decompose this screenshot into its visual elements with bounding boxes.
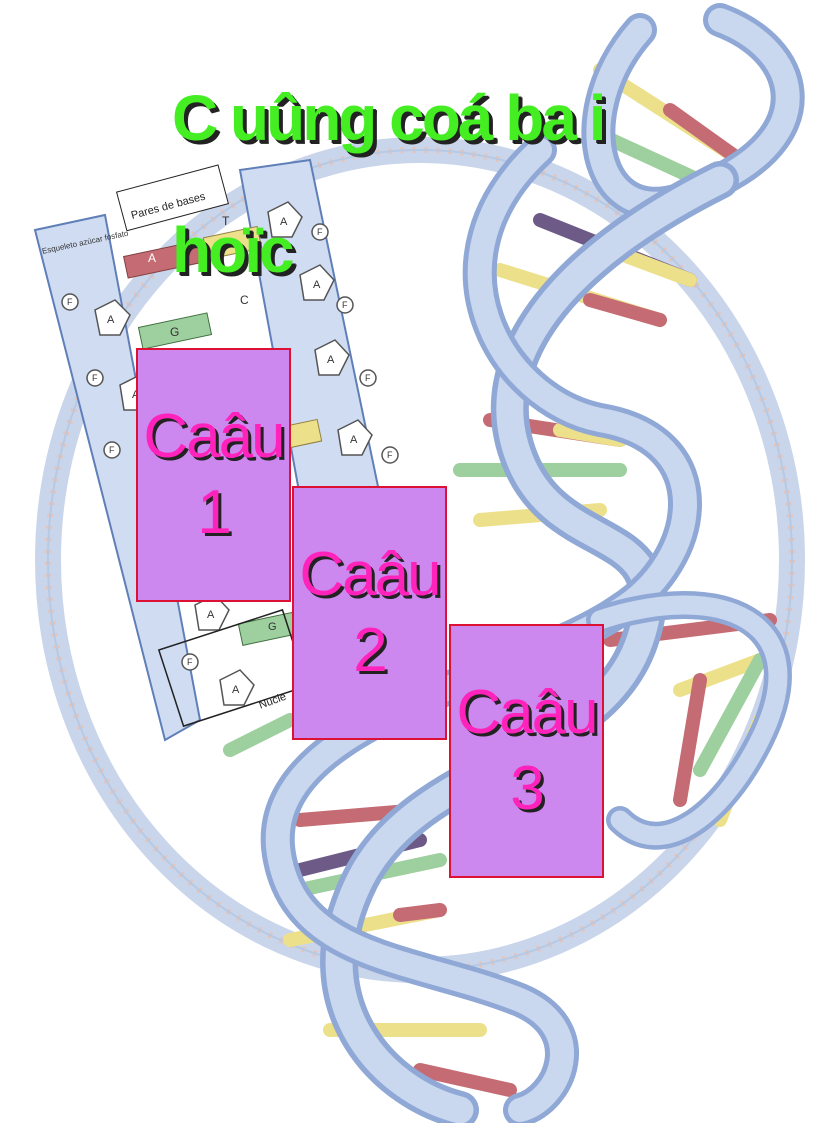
svg-text:A: A: [350, 434, 358, 446]
question-1-number: 1: [197, 478, 232, 547]
question-2-number: 2: [353, 616, 388, 685]
svg-text:A: A: [327, 354, 335, 366]
svg-text:T: T: [222, 214, 230, 228]
svg-text:A: A: [232, 684, 240, 696]
question-3-button[interactable]: Caâu 3: [449, 624, 604, 878]
svg-text:F: F: [109, 445, 115, 455]
svg-text:F: F: [67, 297, 73, 307]
page-title-line-2: hoïc: [172, 214, 295, 286]
svg-text:F: F: [342, 300, 348, 310]
question-2-word: Caâu: [299, 540, 441, 610]
question-3-number: 3: [510, 754, 545, 823]
svg-text:A: A: [207, 609, 215, 621]
nucleotide-label: Nucle: [257, 691, 288, 712]
svg-text:F: F: [92, 373, 98, 383]
svg-text:G: G: [170, 325, 179, 339]
question-2-button[interactable]: Caâu 2: [292, 486, 447, 740]
svg-text:F: F: [365, 373, 371, 383]
svg-text:F: F: [187, 657, 193, 667]
svg-text:A: A: [148, 251, 156, 265]
question-1-word: Caâu: [143, 402, 285, 472]
page-title-line-1: C uûng coá ba i: [172, 82, 606, 154]
svg-text:F: F: [317, 227, 323, 237]
svg-text:A: A: [280, 216, 288, 228]
svg-text:F: F: [387, 450, 393, 460]
svg-text:A: A: [107, 314, 115, 326]
question-3-word: Caâu: [456, 678, 598, 748]
svg-text:C: C: [240, 293, 249, 307]
svg-text:G: G: [268, 621, 277, 633]
svg-text:A: A: [313, 279, 321, 291]
question-1-button[interactable]: Caâu 1: [136, 348, 291, 602]
helix-strands: [260, 3, 805, 1123]
